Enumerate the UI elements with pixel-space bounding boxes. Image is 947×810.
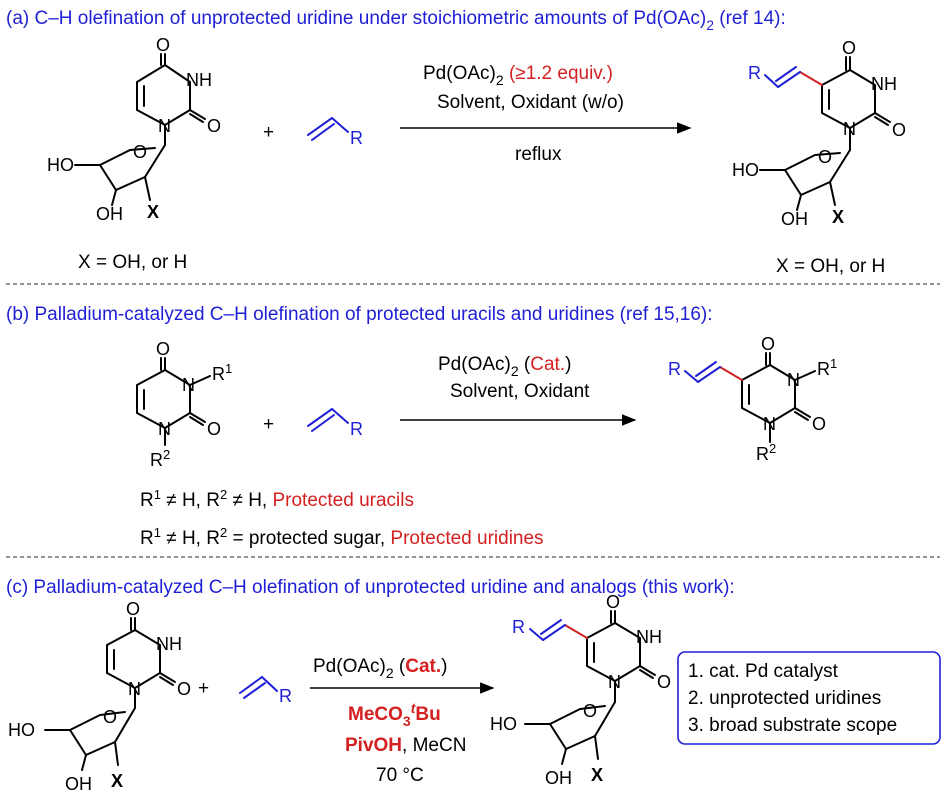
atom-o: O	[812, 414, 826, 434]
atom-n: N	[182, 375, 195, 395]
panel-b-note2: R1 ≠ H, R2 = protected sugar, Protected …	[140, 525, 544, 549]
panel-a-reactant-uridine: O NH O N HO O OH X	[47, 35, 221, 224]
atom-n: N	[843, 119, 856, 139]
panel-c-olefin: R	[239, 676, 292, 706]
atom-x: X	[832, 207, 844, 227]
atom-nh: NH	[156, 634, 182, 654]
panel-a-olefin: R	[307, 117, 363, 148]
atom-x: X	[591, 765, 603, 785]
panel-b-product: O N R1 O N R2 R	[668, 334, 837, 464]
atom-r1: R1	[817, 356, 837, 379]
atom-oh: OH	[96, 204, 123, 224]
atom-n: N	[158, 419, 171, 439]
atom-oh: OH	[781, 209, 808, 229]
atom-o: O	[818, 147, 832, 167]
atom-o: O	[207, 116, 221, 136]
atom-r: R	[350, 128, 363, 148]
panel-a-product-note: X = OH, or H	[776, 256, 885, 277]
panel-b-plus: +	[263, 414, 274, 435]
panel-a-product: O NH O N R HO O OH X	[732, 38, 906, 229]
atom-ho: HO	[47, 155, 74, 175]
atom-o: O	[657, 672, 671, 692]
atom-o: O	[761, 334, 775, 354]
feature-item: 2. unprotected uridines	[688, 688, 881, 709]
panel-b-cond-line1: Pd(OAc)2 (Cat.)	[438, 354, 571, 379]
atom-o: O	[606, 592, 620, 612]
panel-c-heading: (c) Palladium-catalyzed C–H olefination …	[6, 577, 735, 598]
atom-ho: HO	[8, 720, 35, 740]
atom-n: N	[128, 679, 141, 699]
atom-o: O	[177, 679, 191, 699]
atom-nh: NH	[871, 74, 897, 94]
panel-b-heading: (b) Palladium-catalyzed C–H olefination …	[6, 304, 713, 325]
atom-x: X	[147, 202, 159, 222]
atom-oh: OH	[545, 768, 572, 788]
panel-c-cond-line2: MeCO3tBu	[348, 700, 441, 729]
panel-c-features-box: 1. cat. Pd catalyst 2. unprotected uridi…	[677, 651, 941, 745]
panel-b-olefin: R	[307, 408, 363, 439]
atom-o: O	[892, 120, 906, 140]
atom-r: R	[512, 617, 525, 637]
atom-n: N	[763, 414, 776, 434]
atom-n: N	[158, 116, 171, 136]
panel-a-cond-line2: Solvent, Oxidant (w/o)	[437, 92, 624, 113]
atom-nh: NH	[186, 70, 212, 90]
atom-x: X	[111, 771, 123, 791]
panel-a-cond-line1: Pd(OAc)2 (≥1.2 equiv.)	[423, 63, 613, 88]
atom-r1: R1	[212, 361, 232, 384]
atom-r: R	[748, 63, 761, 83]
atom-o: O	[126, 599, 140, 619]
atom-o: O	[103, 707, 117, 727]
panel-a-plus: +	[263, 122, 274, 143]
panel-c-cond-line3: PivOH, MeCN	[345, 735, 466, 756]
atom-o: O	[156, 339, 170, 359]
atom-r: R	[350, 419, 363, 439]
atom-n: N	[608, 672, 621, 692]
panel-c-plus: +	[198, 678, 209, 699]
panel-a-heading: (a) C–H olefination of unprotected uridi…	[6, 8, 786, 33]
atom-o: O	[842, 38, 856, 58]
atom-o: O	[133, 142, 147, 162]
panel-b-reactant-uracil: O N R1 O N R2	[136, 339, 232, 470]
panel-b-note1: R1 ≠ H, R2 ≠ H, Protected uracils	[140, 487, 414, 511]
panel-c-reactant-uridine: O NH O N HO O OH X	[8, 599, 191, 794]
atom-o: O	[156, 35, 170, 55]
atom-o: O	[207, 419, 221, 439]
atom-ho: HO	[732, 160, 759, 180]
atom-o: O	[583, 701, 597, 721]
atom-nh: NH	[636, 627, 662, 647]
panel-b-cond-line2: Solvent, Oxidant	[450, 381, 590, 402]
atom-ho: HO	[490, 714, 517, 734]
panel-c-product: O NH O N R HO O OH X	[490, 592, 671, 788]
atom-oh: OH	[65, 774, 92, 794]
feature-item: 3. broad substrate scope	[688, 715, 897, 736]
atom-n: N	[787, 370, 800, 390]
atom-r: R	[279, 686, 292, 706]
atom-r2: R2	[150, 447, 170, 470]
atom-r: R	[668, 359, 681, 379]
panel-c-cond-line4: 70 °C	[376, 765, 424, 786]
feature-item: 1. cat. Pd catalyst	[688, 661, 839, 682]
panel-a-reactant-note: X = OH, or H	[78, 252, 187, 273]
panel-a-cond-below: reflux	[515, 144, 562, 165]
panel-c-cond-line1: Pd(OAc)2 (Cat.)	[313, 656, 448, 681]
atom-r2: R2	[756, 441, 776, 464]
